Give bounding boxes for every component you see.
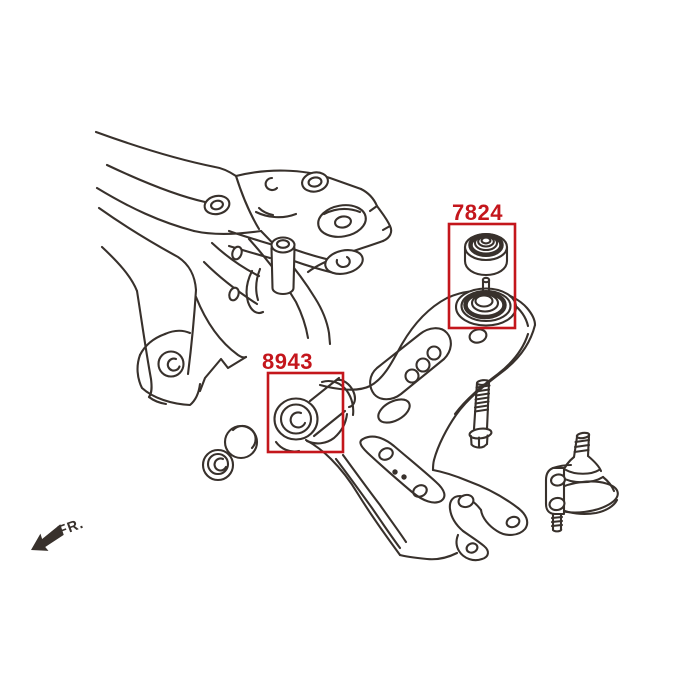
ball-joint-drawing [544, 431, 619, 533]
rear-bushing-part-7824 [454, 232, 518, 327]
callout-box-7824 [447, 222, 517, 330]
front-bushing-part-8943 [273, 376, 357, 453]
bolt-drawing [468, 379, 493, 449]
fr-label: FR. [56, 516, 86, 540]
callout-7824: 7824 [447, 200, 517, 330]
part-number-label-8943: 8943 [262, 349, 313, 374]
callout-box-8943 [266, 371, 345, 454]
subframe-drawing [94, 130, 393, 407]
front-direction-indicator: FR. [31, 516, 86, 551]
control-arm-drawing [304, 289, 537, 562]
spool-bushing-part [201, 424, 259, 482]
fr-arrow-icon [31, 524, 64, 551]
part-number-label-7824: 7824 [452, 200, 503, 225]
callout-8943: 8943 [262, 349, 345, 454]
